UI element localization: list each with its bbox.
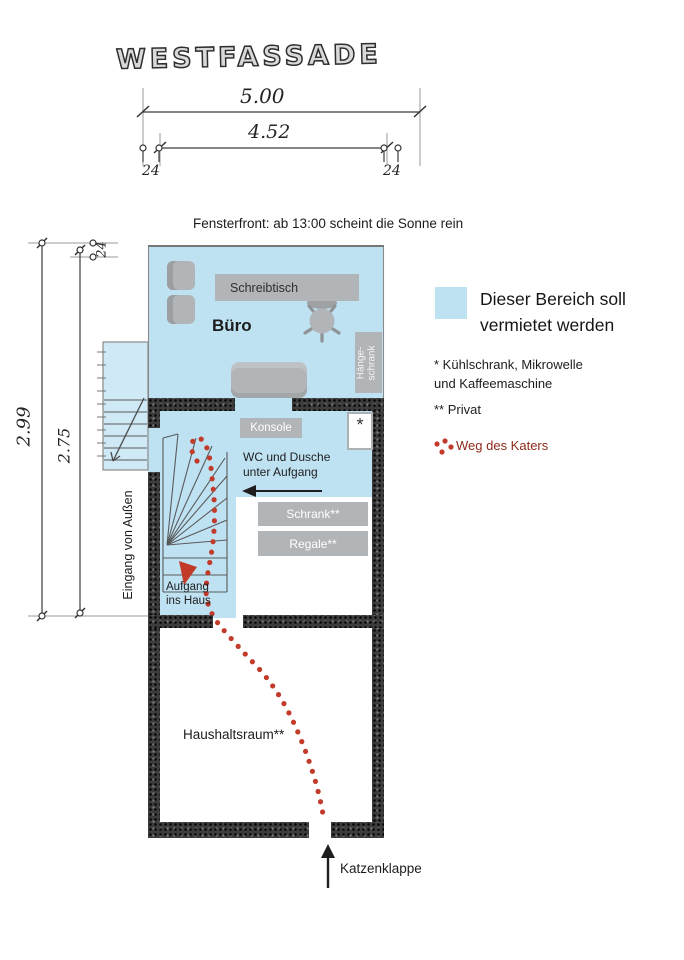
- stairs-up-note: Aufgang ins Haus: [166, 581, 211, 607]
- legend-rental-text: Dieser Bereich soll vermietet werden: [480, 289, 626, 335]
- legend-rental-swatch: [435, 287, 467, 319]
- console-table: Konsole: [240, 418, 302, 438]
- console-label: Konsole: [250, 422, 292, 434]
- desk-chair-1: [167, 261, 195, 290]
- legend-private-text: ** Privat: [434, 402, 481, 417]
- hanging-cabinet-label: Hänge- schrank: [355, 345, 378, 381]
- appliance-box-asterisk: *: [356, 415, 364, 435]
- desk: Schreibtisch: [215, 274, 359, 301]
- stairs-outside-icon: [97, 341, 149, 471]
- wall-mid-b-left: [148, 615, 213, 628]
- legend-cat-dots-icon: [434, 438, 454, 455]
- cat-path-start-marker: [179, 561, 197, 585]
- dim-tick-left: 24: [142, 163, 160, 179]
- dimension-lines-top: [136, 88, 427, 166]
- appliance-box: *: [347, 412, 373, 450]
- shelves-bar: Regale**: [258, 531, 368, 556]
- wall-left-lower: [148, 472, 160, 838]
- hanging-cabinet: Hänge- schrank: [355, 332, 382, 393]
- window-front-note: Fensterfront: ab 13:00 scheint die Sonne…: [193, 216, 464, 231]
- dim-width-outer: 5.00: [240, 84, 285, 108]
- dim-width-inner: 4.52: [248, 121, 291, 143]
- stairs-inside-icon: [162, 433, 228, 593]
- cabinet-bar: Schrank**: [258, 502, 368, 526]
- wc-note: WC und Dusche unter Aufgang: [243, 450, 331, 479]
- dim-height-inner: 2.75: [54, 427, 74, 464]
- desk-chair-2: [167, 295, 195, 324]
- dim-height-outer: 2.99: [13, 406, 35, 447]
- shelves-label: Regale**: [289, 536, 337, 551]
- household-room-label: Haushaltsraum**: [183, 727, 285, 742]
- entrance-label: Eingang von Außen: [121, 490, 135, 600]
- wall-bottom-left: [148, 822, 309, 838]
- cat-path: [179, 435, 327, 823]
- desk-label: Schreibtisch: [230, 280, 299, 295]
- sofa: [231, 362, 307, 398]
- legend-appliances-text: * Kühlschrank, Mikrowelle und Kaffeemasc…: [434, 357, 583, 391]
- dim-tick-right: 24: [383, 163, 401, 179]
- dimension-lines-left: [28, 237, 152, 622]
- wall-bottom-right: [331, 822, 384, 838]
- legend-cat-path-text: Weg des Katers: [456, 438, 549, 453]
- wall-mid-b-right: [243, 615, 384, 628]
- cabinet-label: Schrank**: [286, 507, 340, 521]
- wall-mid-a-left: [148, 398, 235, 411]
- cat-flap-arrow: [321, 844, 335, 888]
- plan-title: WESTFASSADE: [115, 38, 383, 76]
- cat-flap-label: Katzenklappe: [340, 861, 422, 876]
- office-room-label: Büro: [212, 316, 252, 335]
- wc-direction-arrow: [242, 485, 322, 497]
- wall-mid-a-right: [292, 398, 384, 411]
- dim-tick-top-left: 24: [94, 241, 110, 258]
